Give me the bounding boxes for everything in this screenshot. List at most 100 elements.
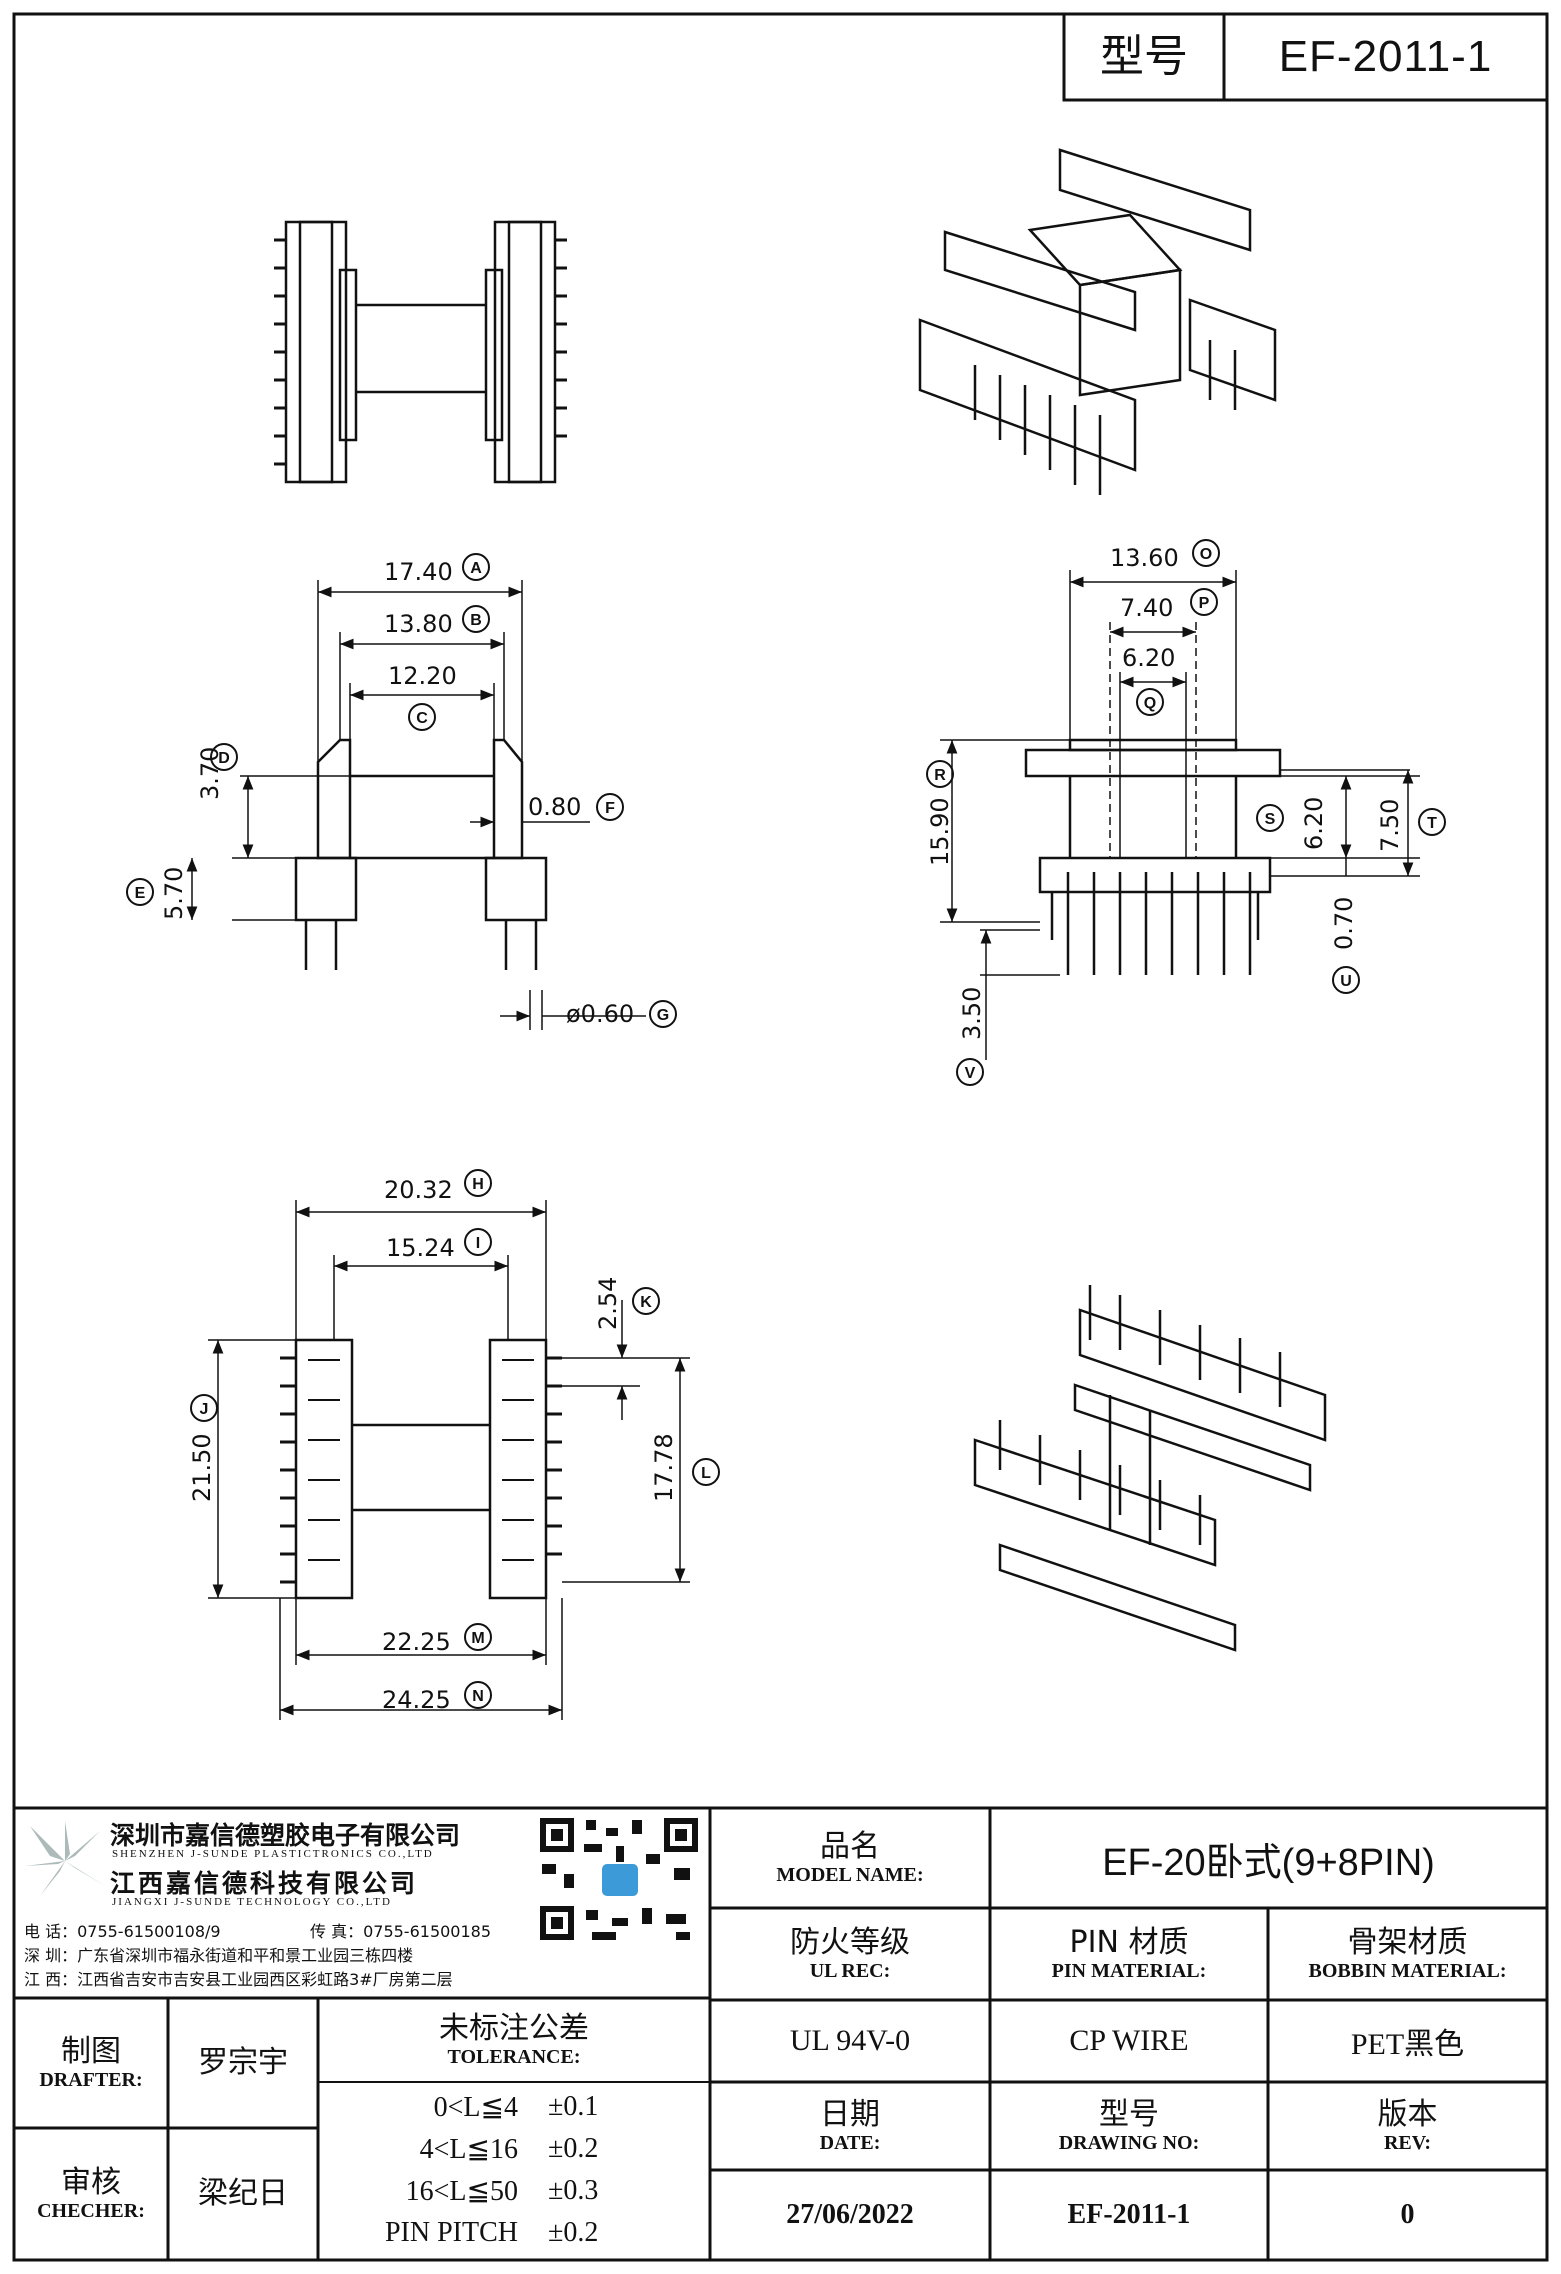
dim-d: 3.70 bbox=[196, 746, 224, 800]
dim-k: 2.54 bbox=[594, 1276, 622, 1330]
dim-u: 0.70 bbox=[1330, 896, 1358, 950]
date-label: 日期 DATE: bbox=[710, 2082, 990, 2170]
date-value: 27/06/2022 bbox=[786, 2199, 914, 2230]
drafter-en: DRAFTER: bbox=[39, 2069, 143, 2092]
svg-text:L: L bbox=[701, 1465, 711, 1482]
dim-v: 3.50 bbox=[958, 986, 986, 1040]
dim-n: 24.25 bbox=[382, 1686, 451, 1714]
tolerance-row: PIN PITCH ±0.2 bbox=[318, 2212, 710, 2254]
svg-text:T: T bbox=[1427, 815, 1437, 832]
svg-text:B: B bbox=[470, 612, 482, 629]
company-jx-name: 江西嘉信德科技有限公司 bbox=[110, 1869, 419, 1898]
svg-text:N: N bbox=[472, 1688, 484, 1705]
dim-m: 22.25 bbox=[382, 1628, 451, 1656]
tolerance-label: 未标注公差 TOLERANCE: bbox=[318, 1998, 710, 2082]
svg-text:U: U bbox=[1340, 973, 1352, 990]
dim-q: 6.20 bbox=[1122, 644, 1176, 672]
company-logo bbox=[20, 1816, 110, 1906]
dim-p: 7.40 bbox=[1120, 594, 1174, 622]
tolerance-range: 16<L≦50 bbox=[405, 2176, 518, 2207]
rev-label: 版本 REV: bbox=[1268, 2082, 1547, 2170]
svg-text:K: K bbox=[640, 1294, 652, 1311]
type-label: 型号 bbox=[1100, 30, 1188, 82]
date-en: DATE: bbox=[819, 2132, 881, 2155]
model-name-zh: 品名 bbox=[820, 1828, 880, 1864]
rev-zh: 版本 bbox=[1377, 2096, 1438, 2132]
model-name-en: MODEL NAME: bbox=[776, 1864, 924, 1887]
bobbin-label: 骨架材质 BOBBIN MATERIAL: bbox=[1268, 1908, 1547, 2000]
checker-label: 审核 CHECHER: bbox=[14, 2128, 168, 2260]
svg-text:C: C bbox=[416, 710, 428, 727]
checker-value: 梁纪日 bbox=[198, 2175, 288, 2211]
tolerance-row: 0<L≦4 ±0.1 bbox=[318, 2086, 710, 2128]
company-jx-en: JIANGXI J-SUNDE TECHNOLOGY CO.,LTD bbox=[112, 1896, 392, 1908]
date-zh: 日期 bbox=[820, 2096, 880, 2132]
dim-a: 17.40 bbox=[384, 558, 453, 586]
dim-b: 13.80 bbox=[384, 610, 453, 638]
dim-i: 15.24 bbox=[386, 1234, 455, 1262]
model-number: EF-2011-1 bbox=[1278, 32, 1493, 81]
svg-text:O: O bbox=[1200, 546, 1212, 563]
drawing-no-en: DRAWING NO: bbox=[1058, 2132, 1200, 2155]
ul-en: UL REC: bbox=[809, 1960, 891, 1983]
company-sz-address: 深 圳：广东省深圳市福永街道和平和景工业园三栋四楼 bbox=[24, 1946, 414, 1965]
dim-c: 12.20 bbox=[388, 662, 457, 690]
drafter-value: 罗宗宇 bbox=[198, 2044, 288, 2080]
drawing-no-label: 型号 DRAWING NO: bbox=[990, 2082, 1268, 2170]
pin-en: PIN MATERIAL: bbox=[1051, 1960, 1207, 1983]
svg-text:H: H bbox=[472, 1176, 484, 1193]
dim-e: 5.70 bbox=[160, 866, 188, 920]
bobbin-zh: 骨架材质 bbox=[1347, 1924, 1468, 1960]
drawing-no-zh: 型号 bbox=[1099, 2096, 1159, 2132]
bobbin-value: PET黑色 bbox=[1350, 2028, 1465, 2061]
svg-text:I: I bbox=[476, 1235, 480, 1252]
svg-text:V: V bbox=[965, 1065, 976, 1082]
dim-h: 20.32 bbox=[384, 1176, 453, 1204]
company-sz-en: SHENZHEN J-SUNDE PLASTICTRONICS CO.,LTD bbox=[112, 1848, 434, 1860]
tolerance-value: ±0.1 bbox=[548, 2091, 599, 2122]
svg-text:G: G bbox=[657, 1007, 669, 1024]
checker-zh: 审核 bbox=[61, 2164, 121, 2200]
model-name-label: 品名 MODEL NAME: bbox=[710, 1808, 990, 1908]
rev-value: 0 bbox=[1400, 2199, 1415, 2230]
dim-s: 6.20 bbox=[1300, 796, 1328, 850]
drafter-zh: 制图 bbox=[61, 2033, 121, 2069]
svg-text:E: E bbox=[135, 885, 146, 902]
drawing-no-value: EF-2011-1 bbox=[1067, 2199, 1191, 2230]
ul-value: UL 94V-0 bbox=[789, 2024, 911, 2057]
dim-t: 7.50 bbox=[1376, 798, 1404, 852]
svg-text:J: J bbox=[200, 1401, 209, 1418]
tolerance-table: 0<L≦4 ±0.1 4<L≦16 ±0.2 16<L≦50 ±0.3 PIN … bbox=[318, 2086, 710, 2256]
dim-l: 17.78 bbox=[650, 1433, 678, 1502]
svg-text:P: P bbox=[1199, 595, 1210, 612]
svg-text:A: A bbox=[470, 560, 482, 577]
drafter-label: 制图 DRAFTER: bbox=[14, 1998, 168, 2128]
company-jx-address: 江 西：江西省吉安市吉安县工业园西区彩虹路3#厂房第二层 bbox=[24, 1970, 453, 1989]
svg-text:Q: Q bbox=[1144, 695, 1156, 712]
ul-label: 防火等级 UL REC: bbox=[710, 1908, 990, 2000]
pin-zh: PIN 材质 bbox=[1069, 1924, 1189, 1960]
tolerance-range: 0<L≦4 bbox=[433, 2092, 518, 2123]
dim-g: ø0.60 bbox=[566, 1000, 635, 1028]
tolerance-en: TOLERANCE: bbox=[447, 2046, 581, 2069]
tolerance-row: 4<L≦16 ±0.2 bbox=[318, 2128, 710, 2170]
svg-text:M: M bbox=[471, 1630, 484, 1647]
rev-en: REV: bbox=[1383, 2132, 1432, 2155]
svg-text:D: D bbox=[218, 750, 230, 767]
tolerance-range: PIN PITCH bbox=[384, 2217, 518, 2248]
tolerance-value: ±0.2 bbox=[548, 2133, 599, 2164]
company-phone: 电 话：0755-61500108/9 bbox=[24, 1922, 221, 1941]
svg-text:F: F bbox=[605, 800, 615, 817]
dim-o: 13.60 bbox=[1110, 544, 1179, 572]
tolerance-range: 4<L≦16 bbox=[419, 2134, 518, 2165]
dim-j: 21.50 bbox=[188, 1433, 216, 1502]
pin-label: PIN 材质 PIN MATERIAL: bbox=[990, 1908, 1268, 2000]
ul-zh: 防火等级 bbox=[790, 1924, 910, 1960]
pin-value: CP WIRE bbox=[1069, 2024, 1189, 2057]
model-name-value: EF-20卧式(9+8PIN) bbox=[1102, 1841, 1435, 1884]
svg-text:S: S bbox=[1265, 811, 1276, 828]
tolerance-value: ±0.3 bbox=[548, 2175, 599, 2206]
qr-code bbox=[536, 1814, 702, 1944]
